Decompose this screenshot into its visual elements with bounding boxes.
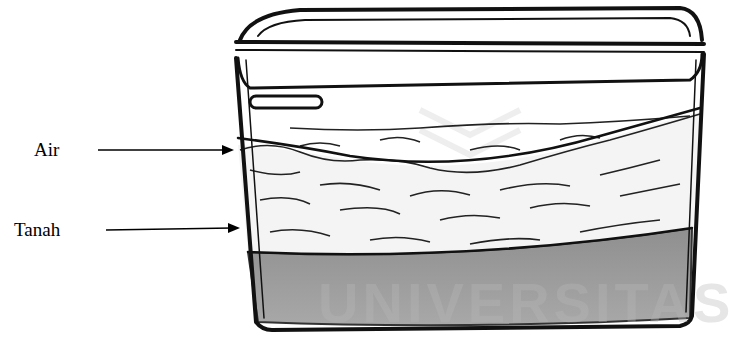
- part-label: Tanah: [14, 219, 60, 241]
- leader-arrows: [98, 145, 240, 233]
- watermark: UNIVERSITAS: [318, 270, 734, 335]
- water-layer: [238, 112, 700, 254]
- part-label: Air: [34, 139, 59, 161]
- water-texture: [240, 114, 700, 244]
